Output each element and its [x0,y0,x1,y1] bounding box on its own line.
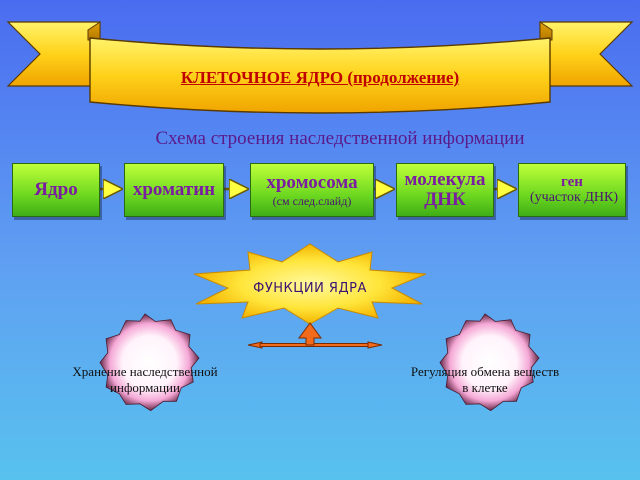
chain-note: (см след.слайд) [272,193,352,208]
regulation-function-text: Регуляция обмена веществ в клетке [410,364,560,396]
storage-star [99,313,200,412]
chain-box-chromatin: хроматин [124,163,224,217]
chain-label: Ядро [34,179,78,201]
functions-label: ФУНКЦИИ ЯДРА [253,281,367,296]
functions-arrow [247,322,383,349]
chain-box-chromosome: хромосома (см след.слайд) [250,163,374,217]
regulation-star [439,313,540,412]
diagram-subtitle: Схема строения наследственной информации [155,128,525,149]
chain-label: молекула ДНК [404,169,486,210]
chain-label: хроматин [132,179,216,201]
page-title: КЛЕТОЧНОЕ ЯДРО (продолжение) [180,68,460,87]
chain-box-dna: молекула ДНК [396,163,494,217]
chain-note: (участок ДНК) [529,189,619,205]
chain-box-nucleus: Ядро [12,163,100,217]
chain-label: ген [561,173,583,190]
chain-box-gene: ген (участок ДНК) [518,163,626,217]
chain-label: хромосома [266,171,358,193]
storage-function-text: Хранение наследственной информации [72,364,218,396]
title-ribbon [6,21,634,114]
